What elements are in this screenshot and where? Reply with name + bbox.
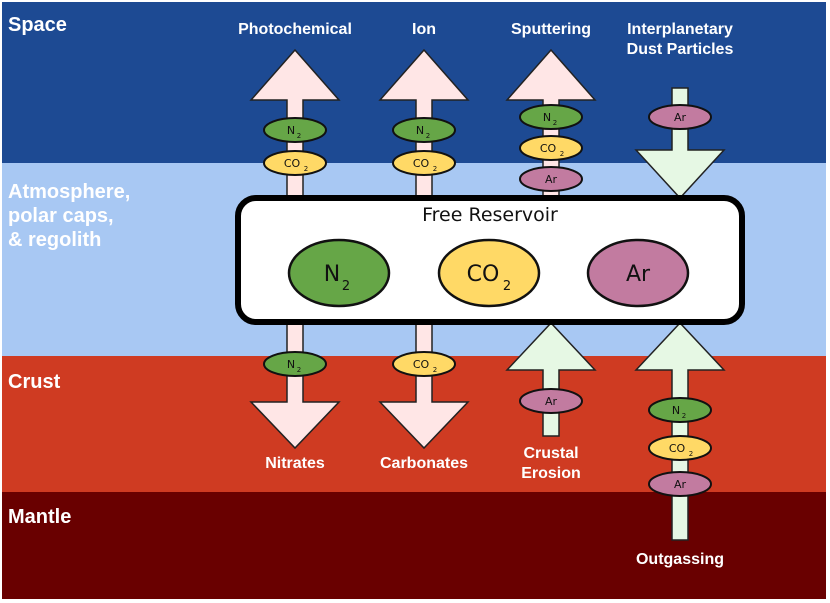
carbonates-label: Carbonates <box>379 455 469 472</box>
carbonates-co2-marker <box>392 351 456 377</box>
crust-label: Crust <box>8 371 61 393</box>
ion-co2-marker <box>392 150 456 176</box>
nitrates-label: Nitrates <box>265 455 325 472</box>
free-reservoir-title: Free Reservoir <box>422 204 558 226</box>
reservoir-co2-label: CO <box>467 262 500 287</box>
sputtering-ar-marker <box>519 166 583 192</box>
reservoir-n2: N 2 <box>287 238 391 308</box>
sputtering-n2-marker <box>519 104 583 130</box>
reservoir-n2-label: N <box>324 262 340 287</box>
idp-arrow <box>634 87 726 200</box>
photochemical-co2-marker <box>263 150 327 176</box>
atmosphere-label: Atmosphere, polar caps, & regolith <box>8 181 131 251</box>
crustal-erosion-ar-marker <box>519 388 583 414</box>
crustal-erosion-label: Crustal Erosion <box>521 445 581 482</box>
nitrates-arrow <box>249 321 341 450</box>
nitrates-n2-marker <box>263 351 327 377</box>
reservoir-ar: Ar <box>586 238 690 308</box>
space-label: Space <box>8 14 67 36</box>
sputtering-label: Sputtering <box>511 21 591 38</box>
sputtering-co2-marker <box>519 135 583 161</box>
outgassing-label: Outgassing <box>635 551 724 568</box>
reservoir-co2: CO 2 <box>437 238 541 308</box>
reservoir-ar-label: Ar <box>626 262 651 287</box>
idp-ar-marker <box>648 104 712 130</box>
outgassing-co2-marker <box>648 435 712 461</box>
photochemical-label: Photochemical <box>238 21 352 38</box>
carbonates-arrow <box>378 321 470 450</box>
reservoir-n2-subscript: 2 <box>342 279 350 294</box>
crustal-erosion-arrow <box>505 321 597 437</box>
outgassing-ar-marker <box>648 471 712 497</box>
idp-label: Interplanetary Dust Particles <box>626 21 734 58</box>
reservoir-co2-subscript: 2 <box>503 279 511 294</box>
ion-label: Ion <box>412 21 436 38</box>
mantle-label: Mantle <box>8 506 72 528</box>
outgassing-arrow <box>634 321 726 541</box>
photochemical-n2-marker <box>263 117 327 143</box>
ion-n2-marker <box>392 117 456 143</box>
outgassing-n2-marker <box>648 397 712 423</box>
